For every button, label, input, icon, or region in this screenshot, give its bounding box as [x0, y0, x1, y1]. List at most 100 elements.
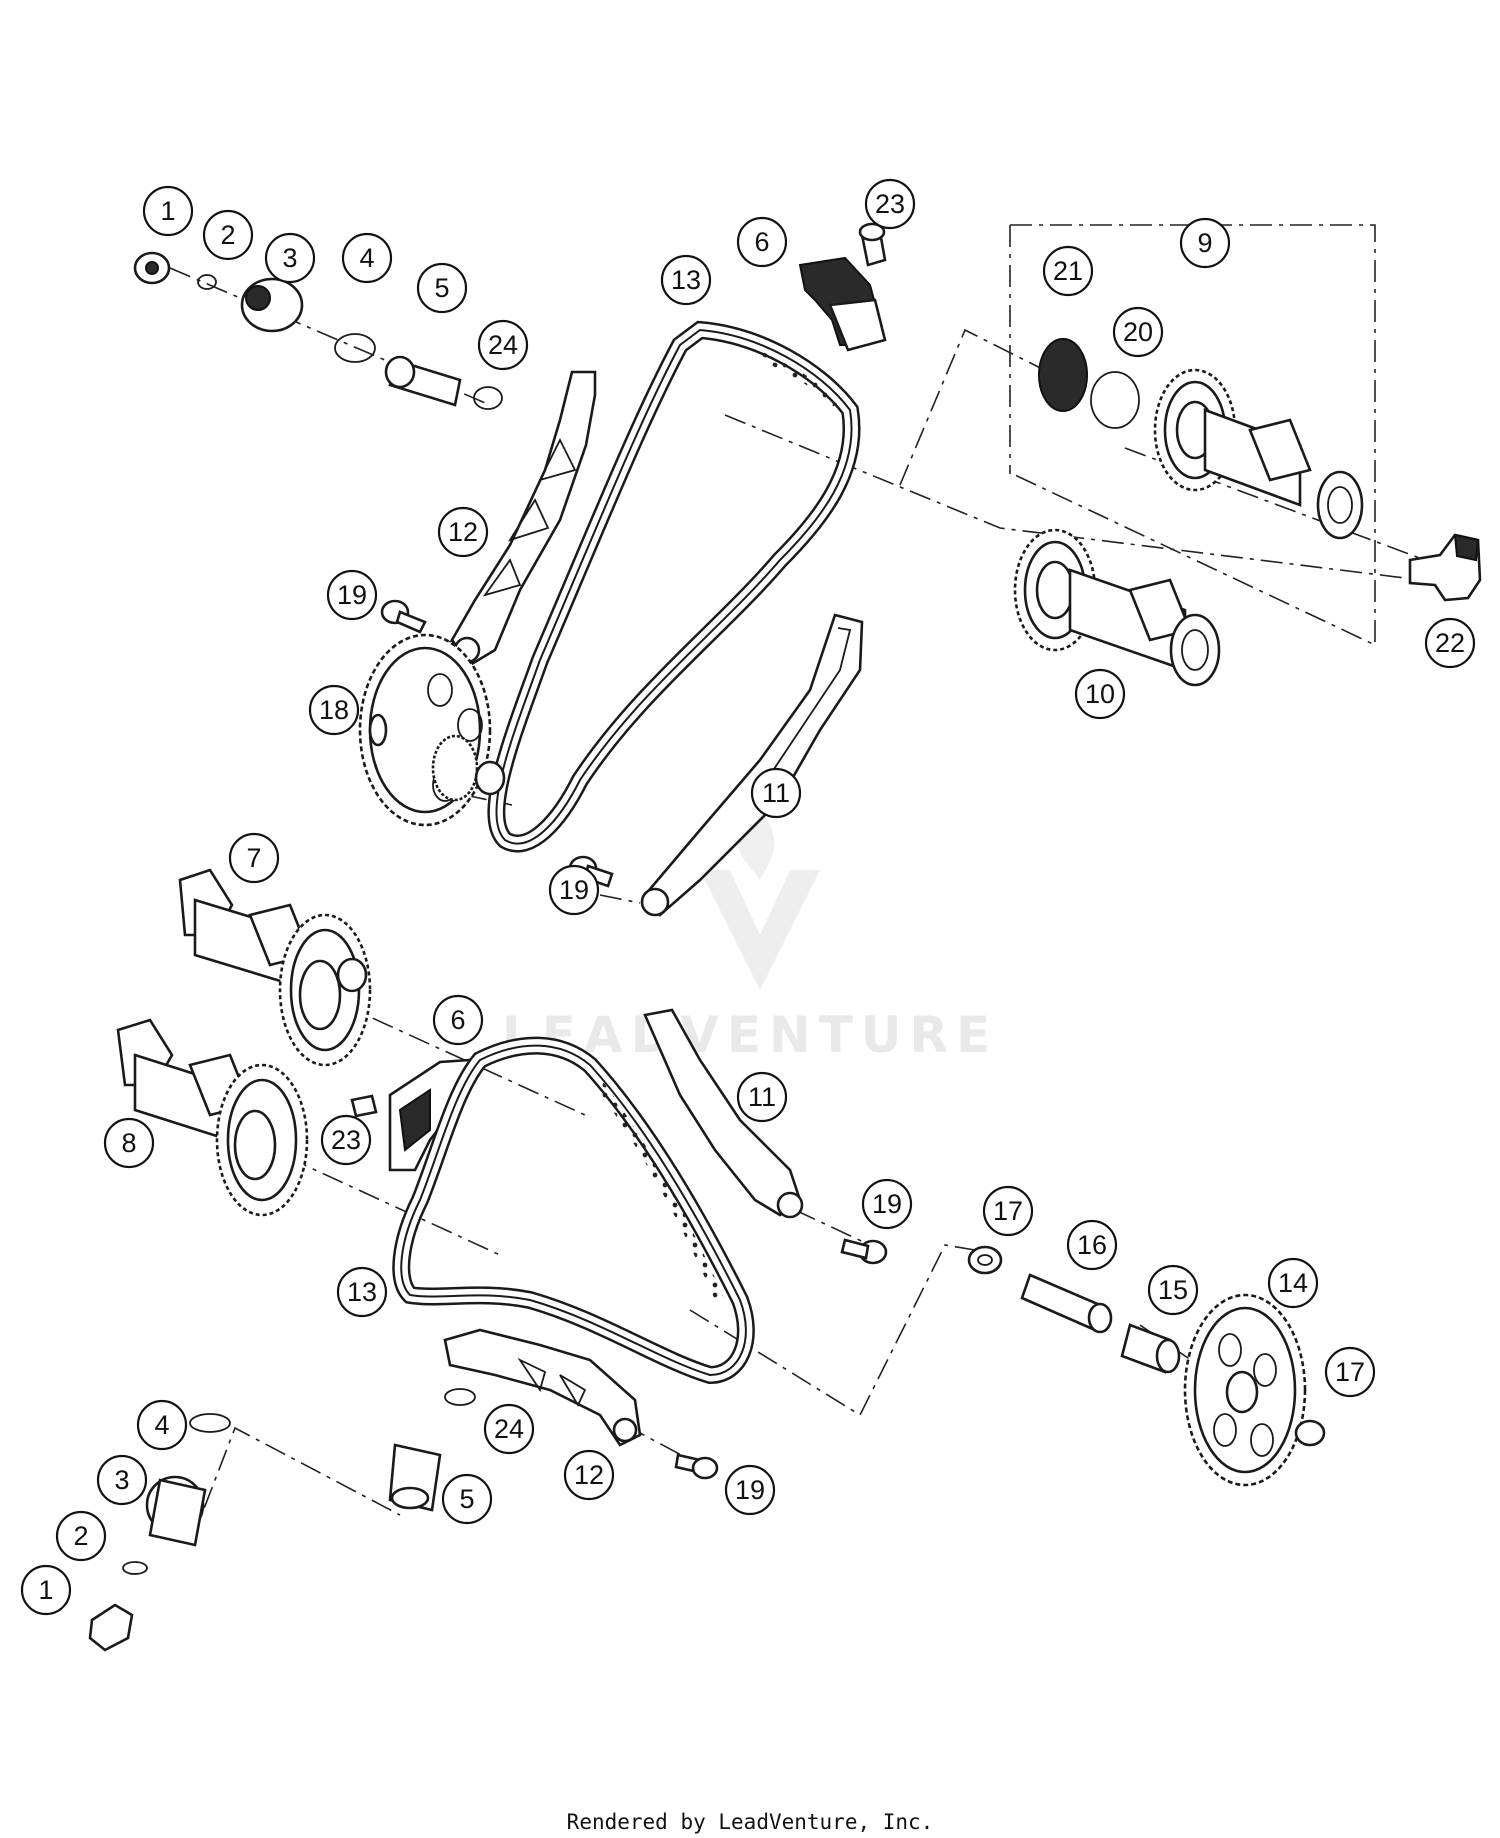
- callout-2-top: 2: [202, 209, 254, 261]
- callout-12-top: 12: [437, 506, 489, 558]
- svg-text:1: 1: [160, 196, 175, 226]
- svg-text:19: 19: [735, 1475, 765, 1505]
- svg-text:3: 3: [282, 243, 297, 273]
- callout-11-top: 11: [750, 767, 802, 819]
- svg-text:17: 17: [993, 1196, 1023, 1226]
- svg-text:8: 8: [121, 1128, 136, 1158]
- callout-19-mid: 19: [548, 864, 600, 916]
- callout-7: 7: [228, 832, 280, 884]
- callout-21: 21: [1042, 245, 1094, 297]
- callout-19-right: 19: [861, 1178, 913, 1230]
- callout-4-bottom: 4: [136, 1399, 188, 1451]
- svg-text:9: 9: [1197, 228, 1212, 258]
- tensioner-6-bottom: [350, 1058, 472, 1172]
- svg-text:2: 2: [73, 1521, 88, 1551]
- bolt-19-right: [840, 1238, 888, 1265]
- timing-chain-top: [487, 320, 861, 853]
- callout-3-top: 3: [264, 232, 316, 284]
- guide-rail-11-bottom: [643, 1008, 804, 1219]
- callout-4-top: 4: [341, 232, 393, 284]
- callout-19-bottom: 19: [724, 1464, 776, 1516]
- chain-guide-top: [450, 370, 597, 667]
- callout-23-top: 23: [864, 178, 916, 230]
- callout-10: 10: [1074, 668, 1126, 720]
- callout-5-bottom: 5: [441, 1473, 493, 1525]
- callout-20: 20: [1112, 306, 1164, 358]
- tensioner-6-top: [798, 222, 887, 352]
- watermark: LEADVENTURE: [502, 800, 990, 1064]
- tensioner-top-group: [133, 251, 503, 410]
- idler-gear-14: [1183, 1293, 1326, 1487]
- callout-5-top: 5: [416, 262, 468, 314]
- svg-text:12: 12: [574, 1460, 604, 1490]
- svg-text:6: 6: [450, 1005, 465, 1035]
- svg-text:19: 19: [337, 580, 367, 610]
- svg-text:24: 24: [494, 1414, 524, 1444]
- svg-text:21: 21: [1053, 256, 1083, 286]
- callout-14: 14: [1267, 1257, 1319, 1309]
- svg-text:11: 11: [762, 778, 790, 808]
- idler-gear-18: [358, 633, 506, 827]
- camshaft-10: [1013, 528, 1221, 687]
- svg-text:1: 1: [38, 1575, 53, 1605]
- svg-text:14: 14: [1278, 1268, 1308, 1298]
- guide-rail-11-top: [640, 613, 864, 917]
- svg-text:22: 22: [1435, 628, 1465, 658]
- svg-text:16: 16: [1077, 1230, 1107, 1260]
- svg-text:18: 18: [319, 695, 349, 725]
- svg-text:5: 5: [434, 273, 449, 303]
- callout-1-top: 1: [142, 185, 194, 237]
- callout-24-bottom: 24: [483, 1403, 535, 1455]
- callout-3-bottom: 3: [96, 1454, 148, 1506]
- timing-chain-bottom: [392, 1036, 755, 1385]
- svg-text:12: 12: [448, 517, 478, 547]
- callout-12-bottom: 12: [563, 1449, 615, 1501]
- callout-9: 9: [1179, 217, 1231, 269]
- callout-1-bottom: 1: [20, 1564, 72, 1616]
- callout-18: 18: [308, 684, 360, 736]
- svg-text:19: 19: [872, 1189, 902, 1219]
- tensioner-bottom-group: [88, 1388, 476, 1652]
- bolt-19-top: [380, 599, 427, 634]
- svg-text:15: 15: [1158, 1275, 1188, 1305]
- callout-13-top: 13: [660, 254, 712, 306]
- svg-text:23: 23: [331, 1125, 361, 1155]
- bolt-19-bottom: [674, 1453, 719, 1480]
- callout-6-bottom: 6: [432, 994, 484, 1046]
- camshaft-assembly-9: [1038, 338, 1364, 540]
- svg-text:13: 13: [347, 1277, 377, 1307]
- svg-text:4: 4: [154, 1410, 169, 1440]
- callout-17-right: 17: [1324, 1346, 1376, 1398]
- svg-text:23: 23: [875, 189, 905, 219]
- svg-text:24: 24: [488, 330, 518, 360]
- svg-text:20: 20: [1123, 317, 1153, 347]
- callout-8: 8: [103, 1117, 155, 1169]
- chain-guide-bottom: [443, 1328, 642, 1447]
- callout-11-bottom: 11: [736, 1071, 788, 1123]
- callout-22: 22: [1424, 617, 1476, 669]
- svg-text:6: 6: [754, 227, 769, 257]
- camshaft-8: [116, 1018, 309, 1217]
- washer-spacer-group: [967, 1245, 1181, 1374]
- callout-6-top: 6: [736, 216, 788, 268]
- camshaft-7: [178, 868, 372, 1067]
- svg-text:2: 2: [220, 220, 235, 250]
- svg-text:19: 19: [559, 875, 589, 905]
- svg-text:17: 17: [1335, 1357, 1365, 1387]
- svg-text:10: 10: [1085, 679, 1115, 709]
- svg-text:3: 3: [114, 1465, 129, 1495]
- callout-24-top: 24: [477, 319, 529, 371]
- svg-text:7: 7: [246, 843, 261, 873]
- sensor-22: [1408, 533, 1482, 602]
- svg-text:4: 4: [359, 243, 374, 273]
- callout-15: 15: [1147, 1264, 1199, 1316]
- callout-2-bottom: 2: [55, 1510, 107, 1562]
- callout-23-bottom: 23: [320, 1114, 372, 1166]
- callout-17-left: 17: [982, 1185, 1034, 1237]
- callout-19-top: 19: [326, 569, 378, 621]
- svg-text:5: 5: [459, 1484, 474, 1514]
- svg-text:11: 11: [748, 1082, 776, 1112]
- callout-13-bottom: 13: [336, 1266, 388, 1318]
- callout-16: 16: [1066, 1219, 1118, 1271]
